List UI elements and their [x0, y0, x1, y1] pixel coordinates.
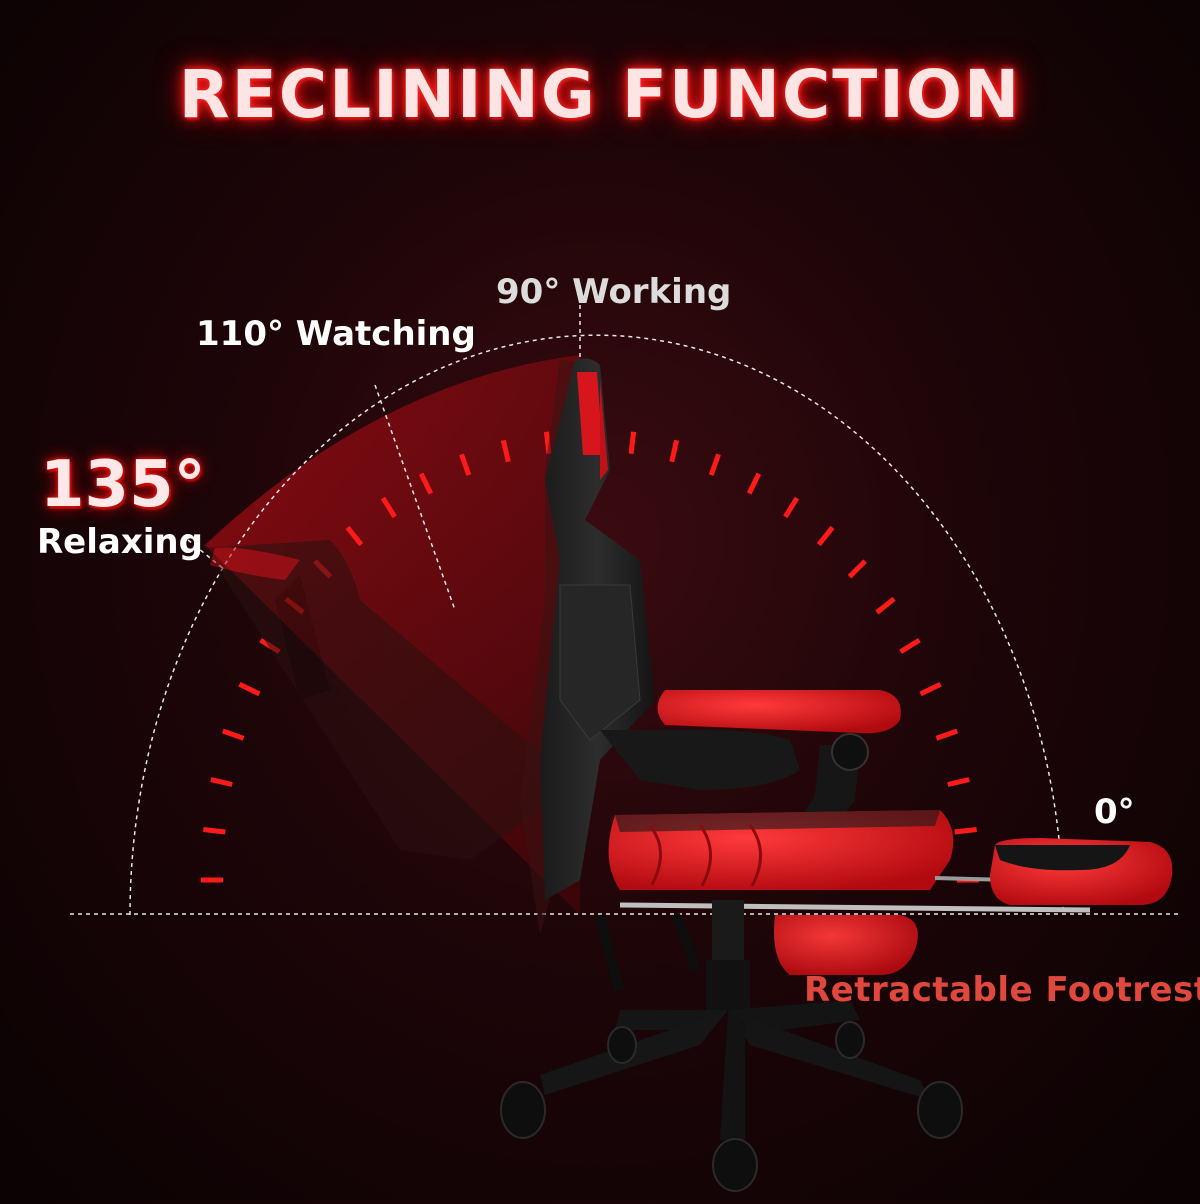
chair-base [500, 900, 963, 1192]
tick-mark [210, 777, 233, 787]
tick-mark [847, 559, 867, 579]
tick-mark [875, 596, 896, 615]
tick-mark [816, 525, 835, 547]
tick-mark [628, 431, 637, 454]
tick-mark [783, 496, 800, 519]
tick-mark [418, 472, 434, 495]
reclined-backrest-135 [205, 540, 560, 860]
angle-label-relaxing: Relaxing [37, 522, 203, 562]
tick-mark [899, 637, 921, 654]
seat [608, 810, 954, 890]
footrest [619, 838, 1173, 975]
angle-label-110-watching: 110° Watching [196, 314, 476, 354]
tick-mark [238, 682, 261, 697]
tick-mark [947, 777, 970, 787]
tick-mark [919, 682, 942, 697]
angle-label-0: 0° [1094, 792, 1135, 832]
feature-label-footrest: Retractable Footrest [804, 970, 1200, 1010]
tick-mark [221, 728, 245, 741]
upright-backrest [540, 358, 655, 900]
angle-value-135: 135° [40, 448, 206, 522]
tick-mark [459, 453, 472, 476]
tick-mark [746, 472, 762, 495]
angle-label-90-working: 90° Working [496, 272, 732, 312]
tick-mark [500, 439, 511, 463]
page-title: RECLINING FUNCTION [178, 56, 1022, 133]
tick-mark [708, 453, 721, 476]
tick-mark [669, 439, 680, 463]
tick-mark [954, 827, 977, 835]
tick-mark [935, 728, 959, 741]
tick-mark [380, 496, 397, 519]
angle-arc [129, 334, 1064, 916]
tick-mark [345, 525, 364, 547]
tick-mark [203, 827, 226, 835]
